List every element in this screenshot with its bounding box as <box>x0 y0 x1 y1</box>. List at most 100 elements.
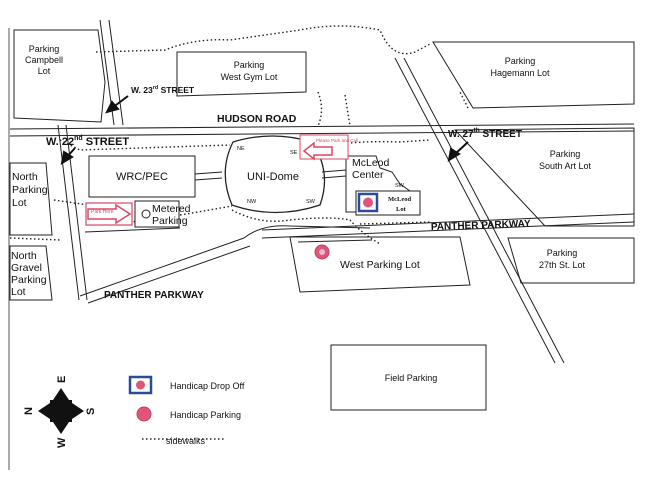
street-label-hudson: HUDSON ROAD <box>217 113 297 125</box>
building-label-wrc: WRC/PEC <box>116 171 168 183</box>
legend-parking-label: Handicap Parking <box>170 410 241 420</box>
mcleod-corner-sw: SW <box>395 183 405 189</box>
w22-street-edge-right <box>65 124 88 301</box>
sidewalk-gravel <box>9 237 61 241</box>
dome-corner-labels: NE SE NW SW SW <box>237 146 405 205</box>
lot-label-27th-1: Parking <box>547 248 578 258</box>
legend: Handicap Drop Off Handicap Parking sidew… <box>128 375 245 446</box>
lot-north-gravel <box>9 245 53 301</box>
please-park-sign: Please Park and Call <box>299 134 358 161</box>
street-arrows <box>60 95 469 165</box>
building-label-mcleod-1: McLeod <box>352 157 390 169</box>
sidewalk-west-gym <box>317 91 323 127</box>
lot-label-southart-1: Parking <box>550 149 581 159</box>
lot-label-campbell-2: Campbell <box>25 55 63 65</box>
dome-mcleod-connector-b <box>321 175 347 179</box>
lot-label-campbell-1: Parking <box>29 44 60 54</box>
wrc-dome-connector-b <box>194 177 223 181</box>
compass-arrow-up <box>53 388 69 400</box>
legend-dropoff-icon-dot <box>136 380 145 390</box>
street-label-panther-east: PANTHER PARKWAY <box>431 219 531 233</box>
compass-center <box>50 400 72 422</box>
lot-label-north-1: North <box>12 171 38 183</box>
dome-access-drive <box>243 225 371 239</box>
lot-label-northgravel-4: Lot <box>11 286 26 298</box>
lot-south-art <box>453 127 635 227</box>
w23-street-edge-right <box>108 19 124 126</box>
sidewalk-north-lot <box>53 199 89 206</box>
compass-label-n: N <box>23 407 35 415</box>
street-label-panther-west: PANTHER PARKWAY <box>104 290 204 301</box>
street-label-w23: W. 23rd STREET <box>131 85 195 95</box>
sidewalk-north <box>95 25 431 55</box>
sidewalk-hagemann <box>459 91 469 109</box>
please-park-arrow <box>302 141 333 161</box>
handicap-parking-icon-inner <box>319 249 325 255</box>
legend-sidewalks-label: sidewalks <box>166 436 206 446</box>
lot-label-southart-2: South Art Lot <box>539 161 592 171</box>
lot-label-field: Field Parking <box>385 373 438 383</box>
street-labels: W. 23rd STREET W. 22nd STREET W. 27th ST… <box>46 85 531 301</box>
compass-arrow-right <box>72 403 84 419</box>
panther-parkway-west-edge-b <box>87 245 251 304</box>
legend-parking-icon <box>136 406 152 422</box>
lot-west <box>289 236 471 293</box>
building-label-mcleod-2: Center <box>352 169 384 181</box>
lot-labels: Parking Campbell Lot Parking West Gym Lo… <box>25 44 592 383</box>
park-here-arrow <box>87 203 132 225</box>
dome-corner-sw: SW <box>306 199 316 205</box>
arrow-27th-head <box>447 147 461 162</box>
lot-label-hagemann-2: Hagemann Lot <box>490 68 550 78</box>
lot-campbell <box>13 29 106 123</box>
metered-parking-marker <box>141 209 151 219</box>
lot-label-west: West Parking Lot <box>340 259 420 271</box>
compass-arrow-left <box>38 403 50 419</box>
please-park-label: Please Park and Call <box>316 138 358 143</box>
park-here-label: Park Here <box>91 209 114 215</box>
lot-north <box>9 162 53 236</box>
w27-street-edge-left <box>394 57 556 364</box>
lot-label-northgravel-1: North <box>11 250 37 262</box>
lot-hagemann <box>432 41 635 109</box>
metered-drive <box>84 227 181 233</box>
lot-field <box>330 344 487 411</box>
panther-parkway-east-edge-b <box>261 221 635 239</box>
hudson-road-edge-bottom <box>9 130 635 137</box>
street-label-w27: W. 27th STREET <box>448 127 522 140</box>
hudson-road-edge-top <box>9 123 635 130</box>
panther-parkway-west-edge-a <box>79 237 245 297</box>
lot-label-metered-2: Parking <box>152 215 188 227</box>
w27-street-edge-right <box>403 57 565 364</box>
dome-corner-ne: NE <box>237 146 245 152</box>
compass-label-e: E <box>56 376 68 383</box>
handicap-dropoff-icon-dot <box>363 197 373 208</box>
compass-label-s: S <box>85 408 97 415</box>
arrow-22nd-head <box>60 150 74 165</box>
compass-arrow-down <box>53 422 69 434</box>
building-label-dome: UNI-Dome <box>247 171 299 183</box>
lot-label-hagemann-1: Parking <box>505 56 536 66</box>
lot-label-northgravel-2: Gravel <box>11 262 42 274</box>
lot-label-westgym-1: Parking <box>234 60 265 70</box>
lot-label-metered-1: Metered <box>152 203 191 215</box>
building-wrc-pec <box>88 155 196 198</box>
mcleod-lot-label-1: McLeod <box>388 196 411 203</box>
compass: E N S W <box>23 376 97 448</box>
sidewalk-metered <box>179 205 233 216</box>
sidewalk-mcleod-north <box>344 94 351 127</box>
building-uni-dome <box>224 135 326 214</box>
w22-street-edge-left <box>57 124 80 301</box>
lot-label-27th-2: 27th St. Lot <box>539 260 586 270</box>
sidewalk-dome-south <box>231 209 381 245</box>
dome-corner-se: SE <box>290 150 298 156</box>
park-here-sign: Park Here <box>85 202 133 226</box>
mcleod-lot-marker: McLeod Lot <box>355 190 421 216</box>
dome-mcleod-connector-a <box>321 169 347 173</box>
wrc-dome-connector-a <box>194 171 223 175</box>
lot-label-westgym-2: West Gym Lot <box>221 72 278 82</box>
lot-label-northgravel-3: Parking <box>11 274 47 286</box>
lot-labels-large: North Parking Lot North Gravel Parking L… <box>11 171 420 298</box>
metered-parking-area <box>134 200 180 228</box>
